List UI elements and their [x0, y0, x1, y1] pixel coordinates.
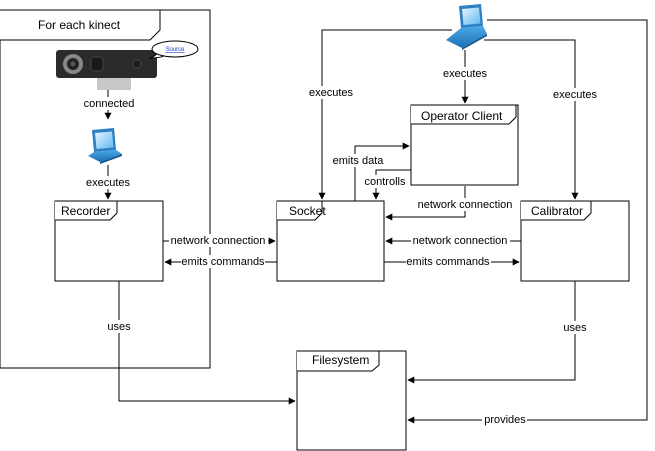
calibrator-node[interactable]: Calibrator: [520, 200, 630, 282]
label-net-operator-socket: network connection: [418, 199, 513, 211]
edge-provides: [407, 19, 648, 424]
edge-executes-calibrator: [484, 39, 579, 200]
laptop-icon: [88, 128, 122, 164]
label-uses-recorder: uses: [107, 321, 131, 333]
operator-client-node[interactable]: Operator Client: [410, 104, 519, 186]
label-emits-data: emits data: [333, 155, 385, 167]
source-link[interactable]: Source: [165, 47, 185, 53]
label-uses-calibrator: uses: [563, 322, 587, 334]
label-controlls: controlls: [365, 176, 406, 188]
edge-executes-socket: [318, 29, 452, 200]
recorder-label: Recorder: [61, 204, 110, 218]
laptop-icon: [446, 4, 487, 50]
label-connected: connected: [84, 98, 135, 110]
label-executes-recorder: executes: [86, 177, 131, 189]
edge-controlls: [372, 169, 411, 200]
label-net-recorder-socket: network connection: [171, 235, 266, 247]
edge-emits-data: [354, 142, 410, 201]
label-executes-socket: executes: [309, 87, 354, 99]
source-callout[interactable]: Source: [149, 40, 199, 59]
socket-node[interactable]: Socket: [276, 200, 385, 282]
label-executes-calibrator: executes: [553, 89, 598, 101]
label-net-calibrator-socket: network connection: [413, 235, 508, 247]
label-emits-commands-left: emits commands: [181, 256, 265, 268]
edge-uses-calibrator: [407, 281, 576, 384]
kinect-camera-icon: [56, 50, 157, 90]
label-executes-operator: executes: [443, 68, 488, 80]
filesystem-node[interactable]: Filesystem: [296, 350, 407, 451]
label-emits-commands-right: emits commands: [406, 256, 490, 268]
socket-label: Socket: [289, 204, 326, 218]
recorder-node[interactable]: Recorder: [54, 200, 164, 282]
calibrator-label: Calibrator: [531, 204, 583, 218]
label-provides: provides: [484, 414, 526, 426]
edge-labels: connected executes executes executes exe…: [82, 67, 599, 426]
group-title: For each kinect: [38, 18, 121, 32]
edge-net-operator-socket: [385, 186, 466, 221]
filesystem-label: Filesystem: [312, 353, 369, 367]
operator-client-label: Operator Client: [421, 109, 503, 123]
